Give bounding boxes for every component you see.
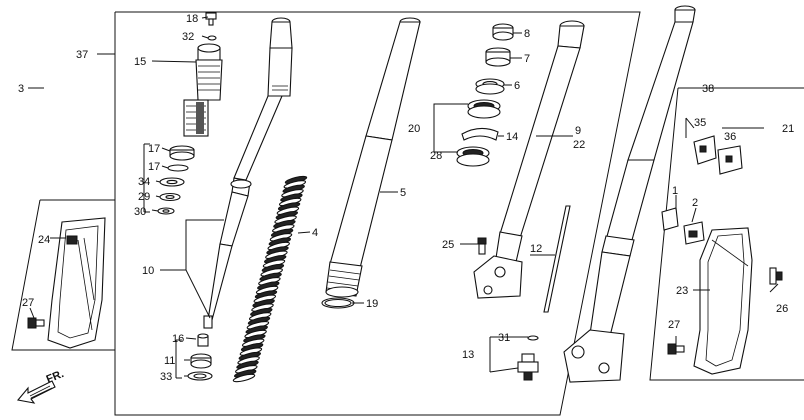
axle-rod-12	[543, 205, 571, 313]
callout-4: 4	[312, 227, 318, 239]
clip-30	[157, 207, 175, 215]
bolt-18	[205, 12, 217, 26]
spring-coil	[232, 373, 256, 383]
callout-19: 19	[366, 298, 378, 310]
washer-32	[207, 35, 217, 41]
collar-17a	[169, 145, 195, 161]
callout-34: 34	[138, 176, 150, 188]
bracket-36	[717, 145, 743, 175]
damper-rod-15	[183, 43, 223, 137]
fork-pipe-10	[203, 17, 293, 329]
clamp-1	[661, 207, 679, 231]
collar-16	[197, 333, 209, 347]
callout-9: 9	[575, 125, 581, 137]
bushing-7	[485, 47, 511, 67]
o-ring-19	[321, 297, 355, 309]
callout-3: 3	[18, 83, 24, 95]
callout-18: 18	[186, 13, 198, 25]
washer-17b	[167, 164, 189, 172]
outer-tube-5	[325, 17, 421, 298]
callout-16: 16	[172, 333, 184, 345]
front-direction-indicator: FR.	[16, 368, 66, 404]
drain-bolt-31	[527, 335, 539, 341]
callout-24: 24	[38, 234, 50, 246]
leader-lines	[28, 16, 779, 379]
callout-31: 31	[498, 332, 510, 344]
seat-6	[475, 78, 505, 95]
callout-13: 13	[462, 349, 474, 361]
callout-22: 22	[573, 139, 585, 151]
callout-21: 21	[782, 123, 794, 135]
callout-29: 29	[138, 191, 150, 203]
callout-33: 33	[160, 371, 172, 383]
dust-seal-28	[456, 146, 490, 167]
bracket-35	[693, 135, 717, 165]
callout-20: 20	[408, 123, 420, 135]
callout-14: 14	[506, 131, 518, 143]
stopper-ring-14	[461, 127, 499, 141]
callout-35: 35	[694, 117, 706, 129]
callout-28: 28	[430, 150, 442, 162]
callout-27-left: 27	[22, 297, 34, 309]
callout-36: 36	[724, 131, 736, 143]
callout-17a: 17	[148, 143, 160, 155]
callout-15: 15	[134, 56, 146, 68]
callout-2: 2	[692, 197, 698, 209]
callout-27-right: 27	[668, 319, 680, 331]
right-fork-assembly-38	[563, 5, 696, 383]
callout-37: 37	[76, 49, 88, 61]
air-valve-13	[517, 353, 539, 381]
fork-spring-4	[232, 175, 308, 383]
callout-32: 32	[182, 31, 194, 43]
callout-1: 1	[672, 185, 678, 197]
callout-23: 23	[676, 285, 688, 297]
front-direction-label: FR.	[45, 368, 66, 386]
bolt-26	[769, 267, 783, 285]
callout-10: 10	[142, 265, 154, 277]
callout-5: 5	[400, 187, 406, 199]
bolt-27-right	[667, 343, 685, 355]
callout-6: 6	[514, 80, 520, 92]
washer-29	[159, 192, 181, 202]
callout-30: 30	[134, 206, 146, 218]
callout-11: 11	[164, 355, 175, 367]
washer-33	[187, 371, 213, 381]
front-arrow-icon	[16, 380, 56, 404]
fork-slider-9	[473, 20, 585, 299]
callout-38: 38	[702, 83, 714, 95]
seal-11	[190, 353, 212, 369]
callout-7: 7	[524, 53, 530, 65]
left-fork-guard	[47, 217, 106, 349]
callout-labels: 18 32 37 15 3 17 17 34 29 30 24 10 27 16…	[18, 13, 794, 383]
callout-26: 26	[776, 303, 788, 315]
bushing-8	[492, 23, 514, 41]
bolt-25	[477, 237, 487, 255]
callout-12: 12	[530, 243, 542, 255]
callout-25: 25	[442, 239, 454, 251]
clamp-2	[683, 221, 705, 245]
right-fork-guard-23	[693, 227, 753, 375]
washer-34	[159, 177, 185, 187]
bolt-27-left	[27, 317, 45, 329]
callout-17b: 17	[148, 161, 160, 173]
oil-seal-20	[467, 99, 501, 119]
callout-8: 8	[524, 28, 530, 40]
